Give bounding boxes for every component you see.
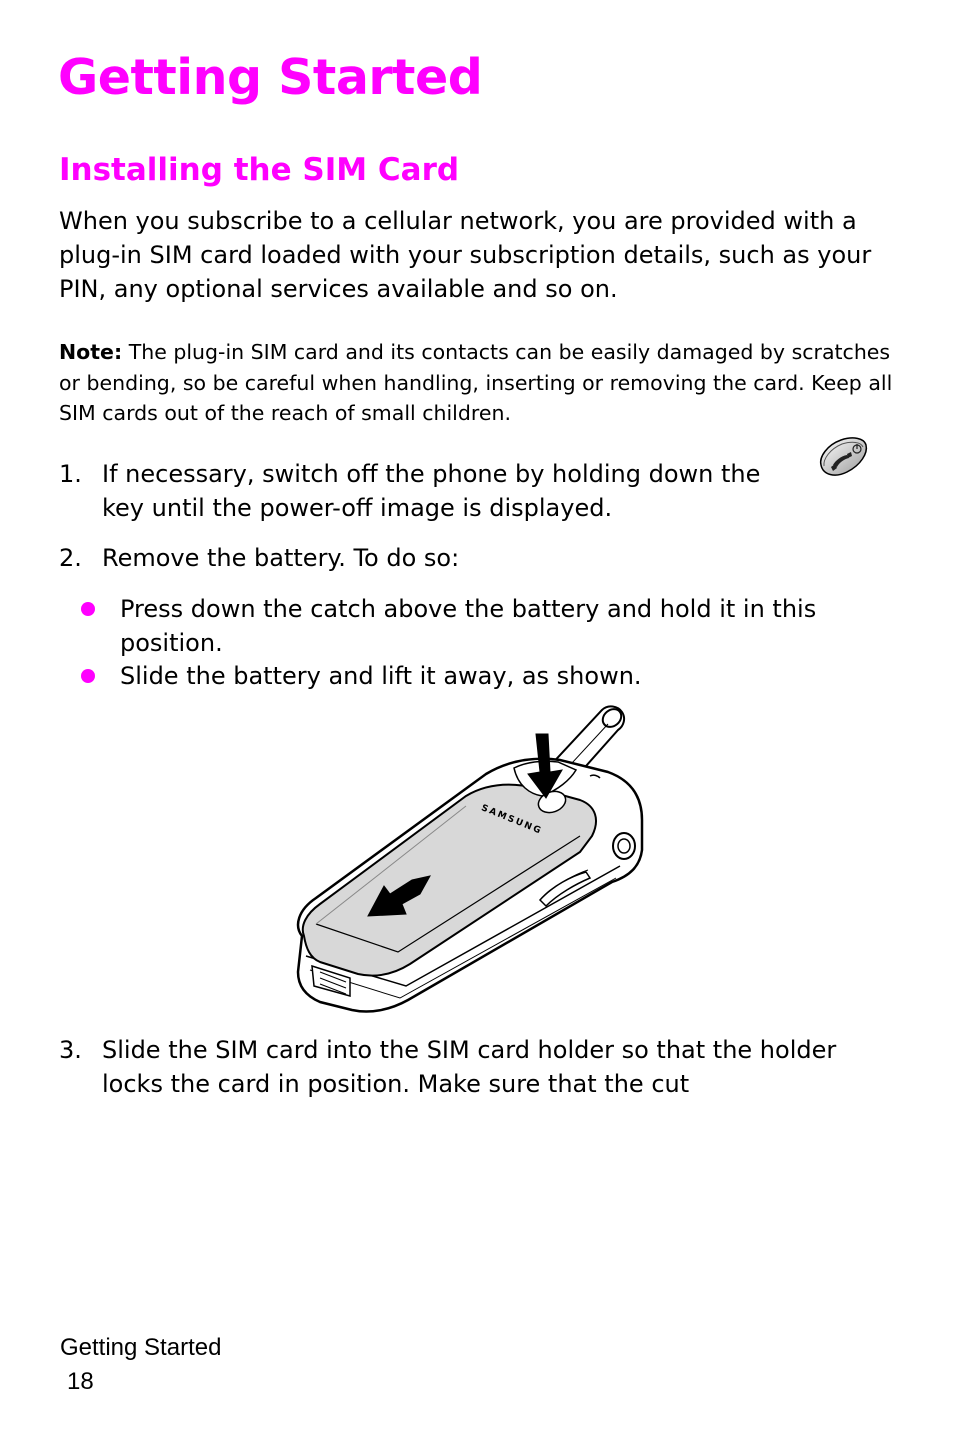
- note-text: The plug-in SIM card and its contacts ca…: [59, 340, 893, 425]
- bullet-text: Press down the catch above the battery a…: [120, 595, 817, 657]
- bullet-item: Slide the battery and lift it away, as s…: [81, 659, 881, 693]
- footer-section-name: Getting Started: [60, 1334, 222, 1361]
- step-text-part: key until the power-off image is display…: [102, 494, 613, 522]
- section-title: Installing the SIM Card: [59, 152, 460, 188]
- bullet-dot: [81, 669, 95, 683]
- step-number: 3.: [59, 1036, 82, 1064]
- end-power-key-icon: [819, 437, 868, 476]
- step-2: 2. Remove the battery. To do so:: [59, 541, 899, 575]
- intro-paragraph: When you subscribe to a cellular network…: [59, 207, 872, 303]
- step-text: If necessary, switch off the phone by ho…: [102, 457, 899, 525]
- phone-battery-removal-illustration: SAMSUNG: [296, 705, 644, 1013]
- bullet-dot: [81, 602, 95, 616]
- bullet-item: Press down the catch above the battery a…: [81, 592, 881, 660]
- note-paragraph: Note: The plug-in SIM card and its conta…: [59, 337, 909, 429]
- step-text: Remove the battery. To do so:: [102, 544, 460, 572]
- step-number: 1.: [59, 460, 82, 488]
- step-3: 3. Slide the SIM card into the SIM card …: [59, 1033, 899, 1101]
- footer-page-number: 18: [67, 1368, 94, 1395]
- press-down-arrow-icon: [527, 733, 563, 799]
- slide-arrow-icon: [367, 875, 431, 917]
- step-text: Slide the SIM card into the SIM card hol…: [102, 1036, 837, 1098]
- page-title: Getting Started: [58, 49, 483, 106]
- step-number: 2.: [59, 544, 82, 572]
- battery-cover: SAMSUNG: [301, 783, 597, 977]
- step-text-part: If necessary, switch off the phone by ho…: [102, 460, 761, 488]
- note-label: Note:: [59, 340, 123, 364]
- step-1: 1. If necessary, switch off the phone by…: [59, 457, 899, 525]
- bullet-text: Slide the battery and lift it away, as s…: [120, 662, 642, 690]
